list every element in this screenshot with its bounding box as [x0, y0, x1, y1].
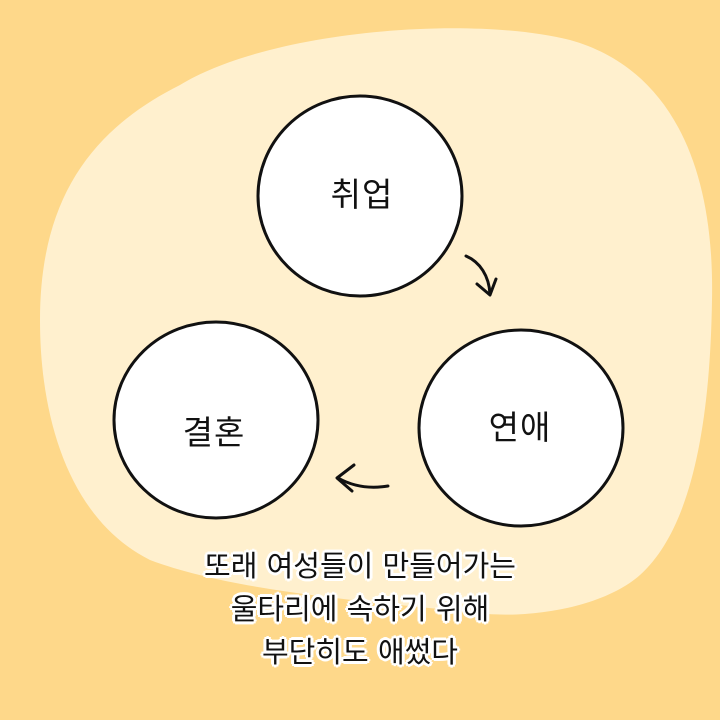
- caption-line: 부단히도 애썼다: [262, 635, 458, 669]
- arrow-job-to-dating: [464, 254, 498, 297]
- node-circle-dating: [417, 328, 625, 528]
- node-label-job: 취업: [330, 175, 394, 214]
- node-circle-job: [256, 94, 464, 298]
- caption-line: 또래 여성들이 만들어가는: [204, 549, 516, 583]
- caption: 또래 여성들이 만들어가는 울타리에 속하기 위해 부단히도 애썼다: [0, 545, 720, 674]
- node-label-dating: 연애: [488, 408, 552, 447]
- arrow-dating-to-marriage: [335, 463, 390, 493]
- node-circle-marriage: [112, 320, 320, 520]
- node-label-marriage: 결혼: [182, 413, 246, 452]
- caption-line: 울타리에 속하기 위해: [230, 592, 490, 626]
